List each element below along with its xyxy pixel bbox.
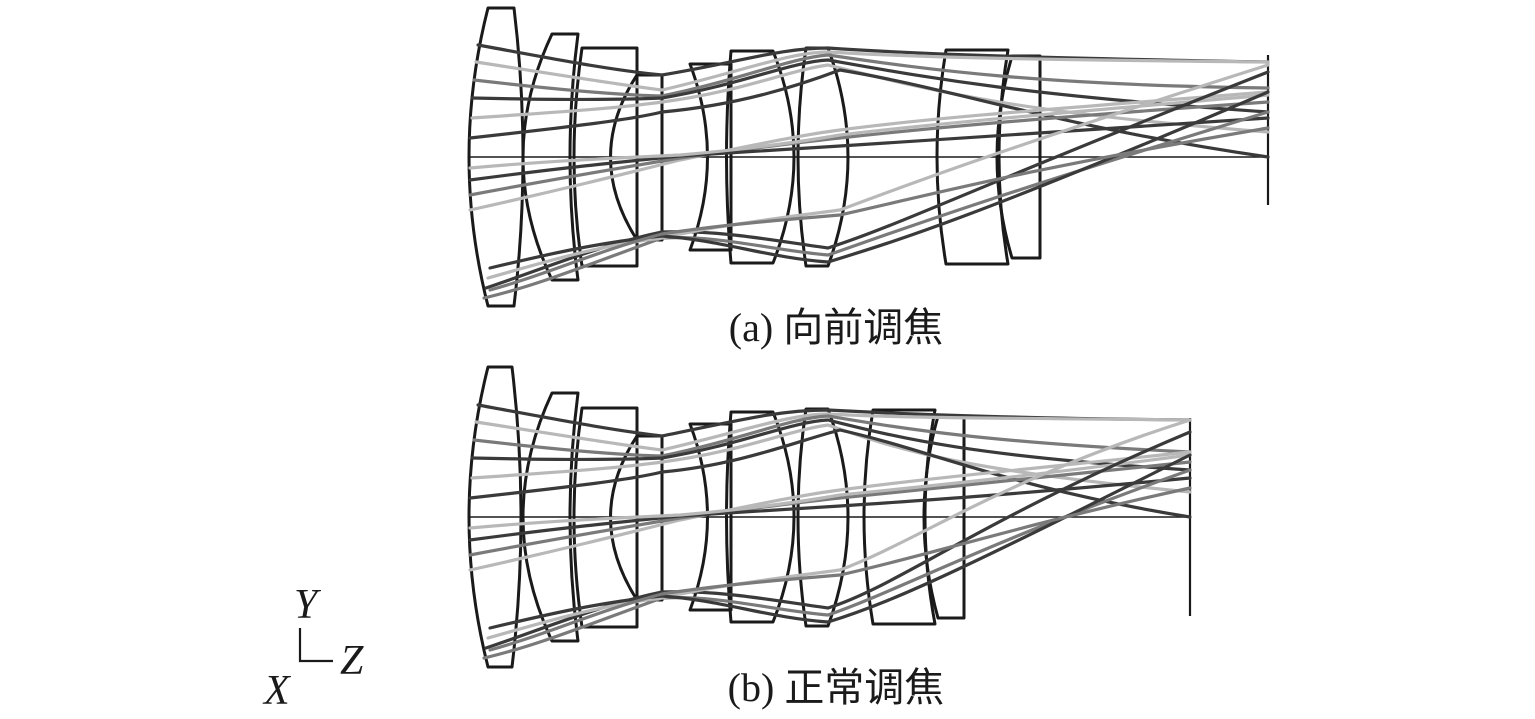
panel-a-lens-1 (467, 6, 525, 308)
panel-a-lens-3 (572, 46, 639, 268)
panel-a-ray (476, 43, 1270, 77)
panel-b-ray (472, 414, 1192, 458)
panel-b-lens-3 (572, 406, 639, 629)
panel-a-ray (470, 63, 1270, 134)
panel-b-normal-focus (467, 365, 1192, 669)
panel-a-ray (470, 58, 1270, 114)
panel-a-ray (482, 110, 1270, 300)
panel-a-ray (472, 53, 1270, 98)
panel-a-lens-7 (796, 46, 850, 268)
panel-b-lens-7 (796, 407, 850, 628)
panel-b-ray (488, 486, 1192, 652)
axes-corner-icon (298, 628, 333, 663)
panel-b-ray (486, 418, 1192, 640)
panel-a-ray (488, 90, 1270, 270)
panel-b-caption: (b) 正常调焦 (728, 665, 945, 710)
panel-b-ray (488, 453, 1192, 630)
panel-a-lens-5 (688, 62, 733, 252)
panel-a-ray (468, 93, 1270, 170)
panel-a-forward-focus (467, 6, 1270, 308)
panel-b-ray (484, 430, 1192, 650)
panel-b-ray (470, 418, 1192, 472)
panel-b-lens-6 (725, 410, 796, 624)
y-axis-label: Y (294, 582, 322, 628)
panel-a-ray (468, 90, 1270, 212)
panel-b-lens-9 (922, 414, 966, 620)
panel-a-lens-6 (725, 49, 796, 265)
x-axis-label: X (262, 668, 292, 714)
panel-b-ray (468, 476, 1192, 542)
panel-b-ray (474, 412, 1192, 452)
panel-a-ray-fan (468, 43, 1270, 300)
panel-b-lens-group (467, 365, 966, 669)
z-axis-label: Z (340, 638, 364, 684)
panel-b-lens-1 (467, 365, 523, 669)
panel-a-caption: (a) 向前调焦 (729, 305, 943, 350)
panel-a-ray (486, 63, 1270, 280)
coordinate-axes-indicator: Y Z X (262, 582, 364, 714)
panel-b-ray (468, 450, 1192, 572)
panel-a-ray (468, 116, 1270, 182)
panel-b-ray (470, 423, 1192, 494)
panel-b-ray (468, 453, 1192, 530)
panel-b-ray (482, 468, 1192, 660)
panel-b-ray-fan (468, 403, 1192, 660)
panel-b-lens-5 (688, 422, 733, 612)
panel-a-ray (474, 50, 1270, 92)
panel-a-ray (488, 126, 1270, 292)
panel-a-ray (468, 68, 1270, 159)
